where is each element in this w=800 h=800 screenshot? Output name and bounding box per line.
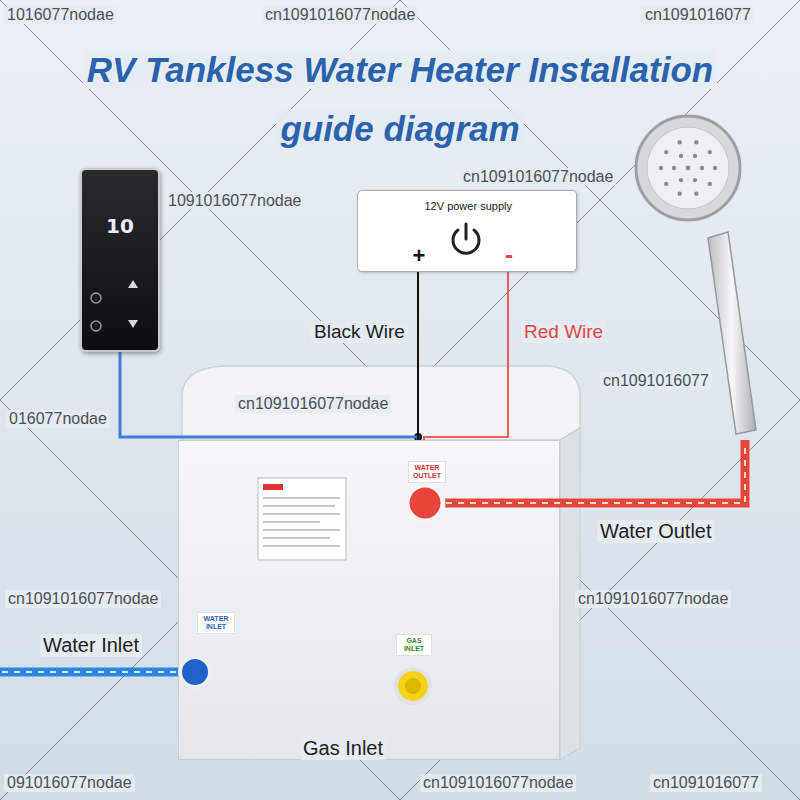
watermark: 1016077nodae bbox=[4, 6, 117, 24]
water-outlet-pipe bbox=[440, 440, 745, 503]
water-inlet-pipe bbox=[0, 672, 182, 673]
watermark: cn1091016077nodae bbox=[235, 395, 391, 413]
info-sticker-card bbox=[258, 478, 346, 560]
up-button bbox=[128, 280, 138, 288]
inlet-flow bbox=[2, 671, 178, 673]
watermark: cn1091016077nodae bbox=[575, 590, 731, 608]
watermark: cn1091016077nodae bbox=[262, 6, 418, 24]
controller-buttons bbox=[91, 280, 138, 331]
shower-face bbox=[647, 127, 729, 209]
inlet-sticker: WATER INLET bbox=[197, 612, 235, 634]
title-block: RV Tankless Water Heater Installation gu… bbox=[50, 44, 750, 162]
info-sticker bbox=[258, 478, 346, 560]
wire-label: Red Wire bbox=[521, 321, 606, 343]
gas-sticker: GAS INLET bbox=[396, 634, 432, 656]
controller-panel: 10 bbox=[80, 168, 160, 352]
outlet-pipe bbox=[440, 440, 745, 503]
down-button bbox=[128, 320, 138, 328]
shower-rim bbox=[636, 116, 740, 220]
pipe-label: Water Inlet bbox=[40, 634, 142, 657]
watermark: cn1091016077 bbox=[650, 774, 762, 792]
inlet-fitting bbox=[180, 657, 210, 687]
outlet-sticker: WATER OUTLET bbox=[408, 461, 446, 483]
watermark: 016077nodae bbox=[6, 410, 110, 428]
red-wire bbox=[424, 272, 508, 440]
heater-lid bbox=[182, 366, 580, 440]
watermark: 091016077nodae bbox=[4, 774, 135, 792]
watermark: cn1091016077 bbox=[642, 6, 754, 24]
diagram-title: RV Tankless Water Heater Installation gu… bbox=[83, 50, 717, 148]
gas-fitting bbox=[396, 669, 430, 703]
outlet-fitting bbox=[407, 485, 443, 521]
power-button bbox=[91, 293, 101, 303]
inlet-pipe bbox=[0, 668, 182, 677]
power-icon-arc bbox=[453, 230, 479, 253]
info-sticker-band bbox=[263, 484, 283, 490]
supply-label: 12V power supply bbox=[425, 200, 512, 212]
power-icon-bar bbox=[465, 224, 468, 239]
info-sticker-lines bbox=[263, 498, 340, 546]
watermark: cn1091016077nodae bbox=[460, 168, 616, 186]
positive-terminal: + bbox=[413, 243, 426, 269]
display-digits: 10 bbox=[106, 214, 134, 238]
gas-fitting-core bbox=[405, 678, 421, 694]
pipe-label: Gas Inlet bbox=[300, 737, 386, 760]
shower-handle bbox=[708, 232, 756, 434]
power-icon bbox=[453, 224, 479, 253]
pipe-label: Water Outlet bbox=[597, 520, 715, 543]
watermark: cn1091016077 bbox=[600, 372, 712, 390]
water-heater-body: WATER OUTLET WATER INLET GAS INLET bbox=[178, 440, 560, 760]
shower-nozzles bbox=[659, 140, 717, 196]
outlet-flow bbox=[446, 446, 745, 503]
power-supply-box: 12V power supply + - bbox=[357, 190, 577, 272]
watermark: cn1091016077nodae bbox=[5, 590, 161, 608]
black-wire bbox=[417, 272, 419, 440]
watermark: cn1091016077nodae bbox=[420, 774, 576, 792]
wire-label: Black Wire bbox=[311, 321, 408, 343]
negative-terminal: - bbox=[505, 241, 513, 269]
controller-wire bbox=[120, 352, 418, 440]
mode-button bbox=[91, 321, 101, 331]
watermark: 1091016077nodae bbox=[165, 192, 304, 210]
